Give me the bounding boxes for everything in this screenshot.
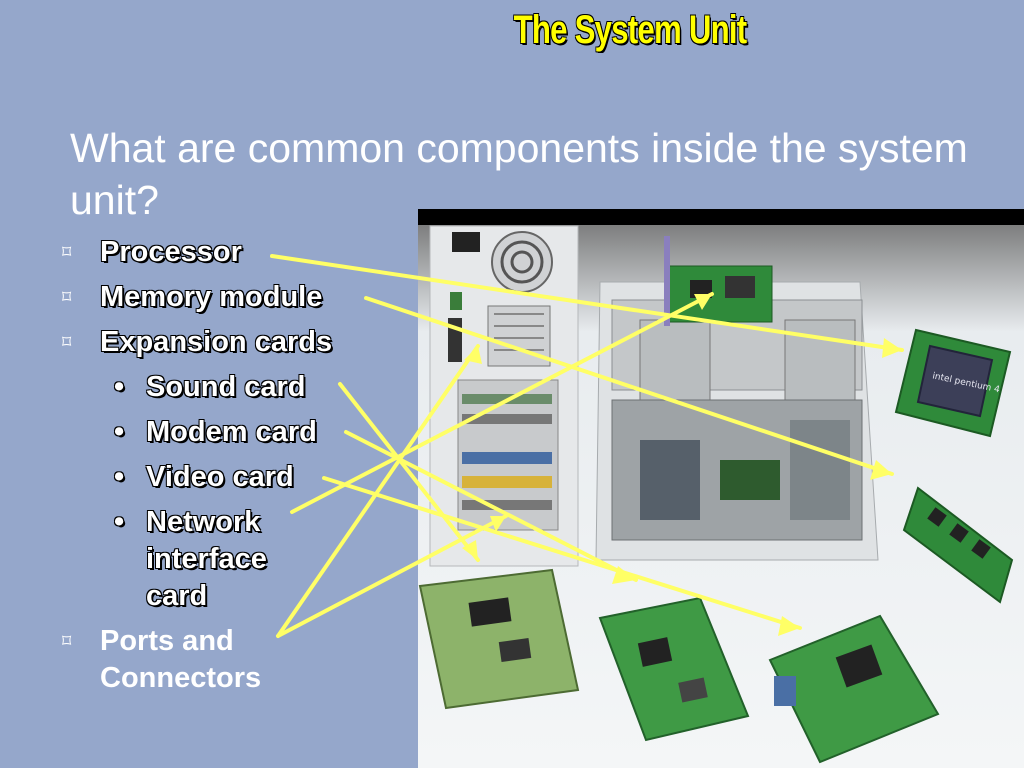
modem-card-image [598, 596, 750, 742]
dot-bullet-icon: • [114, 461, 125, 493]
bullet-expansion-cards: ⌑ Expansion cards [62, 324, 392, 361]
photo-top-band [418, 209, 1024, 225]
bullet-memory-module: ⌑ Memory module [62, 279, 392, 316]
square-cross-bullet-icon: ⌑ [62, 287, 72, 307]
bullet-processor: ⌑ Processor [62, 234, 392, 271]
pointer-arrows [270, 254, 904, 638]
dot-bullet-icon: • [114, 416, 125, 448]
dot-bullet-icon: • [114, 371, 125, 403]
sub-bullet-sound-card: • Sound card [62, 369, 392, 406]
arrow-heads [462, 294, 902, 636]
sub-bullet-modem-card: • Modem card [62, 414, 392, 451]
top-expansion-card [664, 236, 773, 326]
square-cross-bullet-icon: ⌑ [62, 631, 72, 651]
memory-module [902, 486, 1014, 604]
dot-bullet-icon: • [114, 506, 125, 538]
video-card-image [768, 614, 940, 764]
sound-card-image [418, 568, 580, 710]
sub-bullet-network-card: • Network interface card [114, 506, 267, 612]
bullet-list: ⌑ Processor ⌑ Memory module ⌑ Expansion … [62, 234, 392, 705]
bullet-ports-connectors: ⌑ Ports and Connectors [62, 625, 262, 694]
question-text: What are common components inside the sy… [70, 125, 968, 223]
processor-chip: intel pentium 4 [894, 328, 1012, 438]
square-cross-bullet-icon: ⌑ [62, 242, 72, 262]
square-cross-bullet-icon: ⌑ [62, 332, 72, 352]
slide-title: The System Unit [513, 8, 748, 52]
sub-bullet-video-card: • Video card [62, 459, 392, 496]
